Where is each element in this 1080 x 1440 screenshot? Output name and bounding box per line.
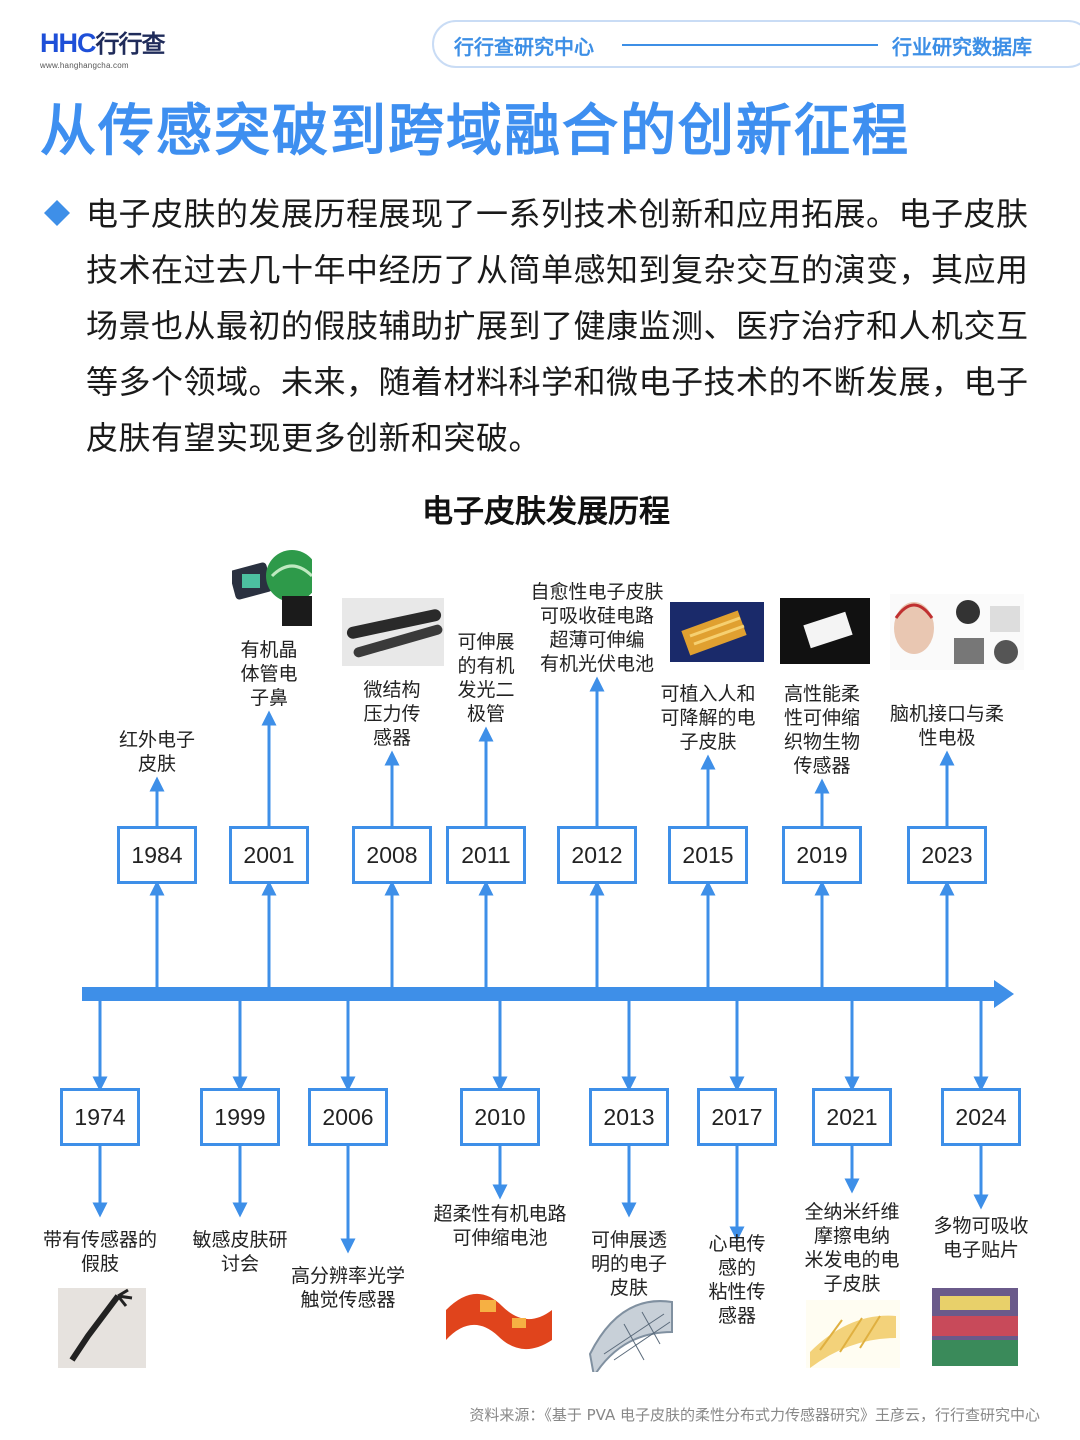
flexible-circuit-image — [446, 1293, 552, 1350]
logo-name: 行行查 — [95, 30, 166, 58]
event-label-2012: 自愈性电子皮肤可吸收硅电路超薄可伸编有机光伏电池 — [530, 581, 664, 675]
logo-brand: HHC — [40, 28, 96, 58]
logo-url: www.hanghangcha.com — [40, 61, 129, 70]
year-box-1999: 1999 — [200, 1088, 280, 1146]
year-box-1984: 1984 — [117, 826, 197, 884]
source-note: 资料来源：《基于 PVA 电子皮肤的柔性分布式力传感器研究》王彦云，行行查研究中… — [469, 1406, 1040, 1424]
event-label-1974: 带有传感器的假肢 — [42, 1229, 157, 1275]
event-label-2001: 有机晶体管电子鼻 — [240, 639, 298, 709]
nanofiber-image — [806, 1300, 900, 1368]
fabric-sensor-image — [780, 598, 870, 664]
prosthetic-image — [58, 1288, 146, 1368]
diamond-bullet-icon — [44, 200, 70, 226]
event-label-1984: 红外电子皮肤 — [118, 729, 195, 775]
timeline-title: 电子皮肤发展历程 — [422, 494, 670, 530]
year-box-2021: 2021 — [812, 1088, 892, 1146]
event-label-2019: 高性能柔性可伸缩织物生物传感器 — [783, 683, 860, 777]
event-label-2013: 可伸展透明的电子皮肤 — [590, 1229, 667, 1299]
event-label-2017: 心电传感的粘性传感器 — [708, 1233, 766, 1327]
logo: HHC行行查 www.hanghangcha.com — [40, 28, 166, 70]
event-label-2011: 可伸展的有机发光二极管 — [457, 631, 515, 725]
event-label-2021: 全纳米纤维摩擦电纳米发电的电子皮肤 — [804, 1201, 900, 1295]
year-box-2010: 2010 — [460, 1088, 540, 1146]
event-label-2006: 高分辨率光学触觉传感器 — [290, 1265, 405, 1311]
year-box-1974: 1974 — [60, 1088, 140, 1146]
event-label-2010: 超柔性有机电路可伸缩电池 — [433, 1203, 567, 1249]
page-title: 从传感突破到跨域融合的创新征程 — [40, 99, 910, 164]
event-label-1999: 敏感皮肤研讨会 — [192, 1229, 288, 1275]
pressure-sensor-image — [342, 598, 444, 666]
year-box-2024: 2024 — [941, 1088, 1021, 1146]
absorbable-patch-image — [932, 1288, 1018, 1366]
brain-interface-image — [890, 594, 1024, 670]
timeline-axis — [82, 980, 1014, 1008]
header-pill — [432, 20, 1080, 68]
year-box-2015: 2015 — [668, 826, 748, 884]
year-box-2011: 2011 — [446, 826, 526, 884]
event-label-2015: 可植入人和可降解的电子皮肤 — [660, 683, 756, 753]
year-box-2001: 2001 — [229, 826, 309, 884]
event-label-2008: 微结构压力传感器 — [363, 679, 421, 749]
transparent-skin-image — [588, 1300, 673, 1372]
year-box-2019: 2019 — [782, 826, 862, 884]
header-right-label: 行业研究数据库 — [892, 35, 1032, 59]
nose-sensor-image — [232, 550, 312, 626]
year-box-2023: 2023 — [907, 826, 987, 884]
year-box-2013: 2013 — [589, 1088, 669, 1146]
header-divider — [622, 44, 878, 46]
year-box-2008: 2008 — [352, 826, 432, 884]
year-box-2012: 2012 — [557, 826, 637, 884]
year-box-2017: 2017 — [697, 1088, 777, 1146]
year-box-2006: 2006 — [308, 1088, 388, 1146]
solar-cell-image — [670, 602, 764, 662]
event-label-2024: 多物可吸收电子贴片 — [933, 1215, 1029, 1261]
intro-text: 电子皮肤的发展历程展现了一系列技术创新和应用拓展。电子皮肤技术在过去几十年中经历… — [86, 195, 1029, 457]
event-label-2023: 脑机接口与柔性电极 — [889, 703, 1004, 749]
header-left-label: 行行查研究中心 — [454, 35, 594, 59]
